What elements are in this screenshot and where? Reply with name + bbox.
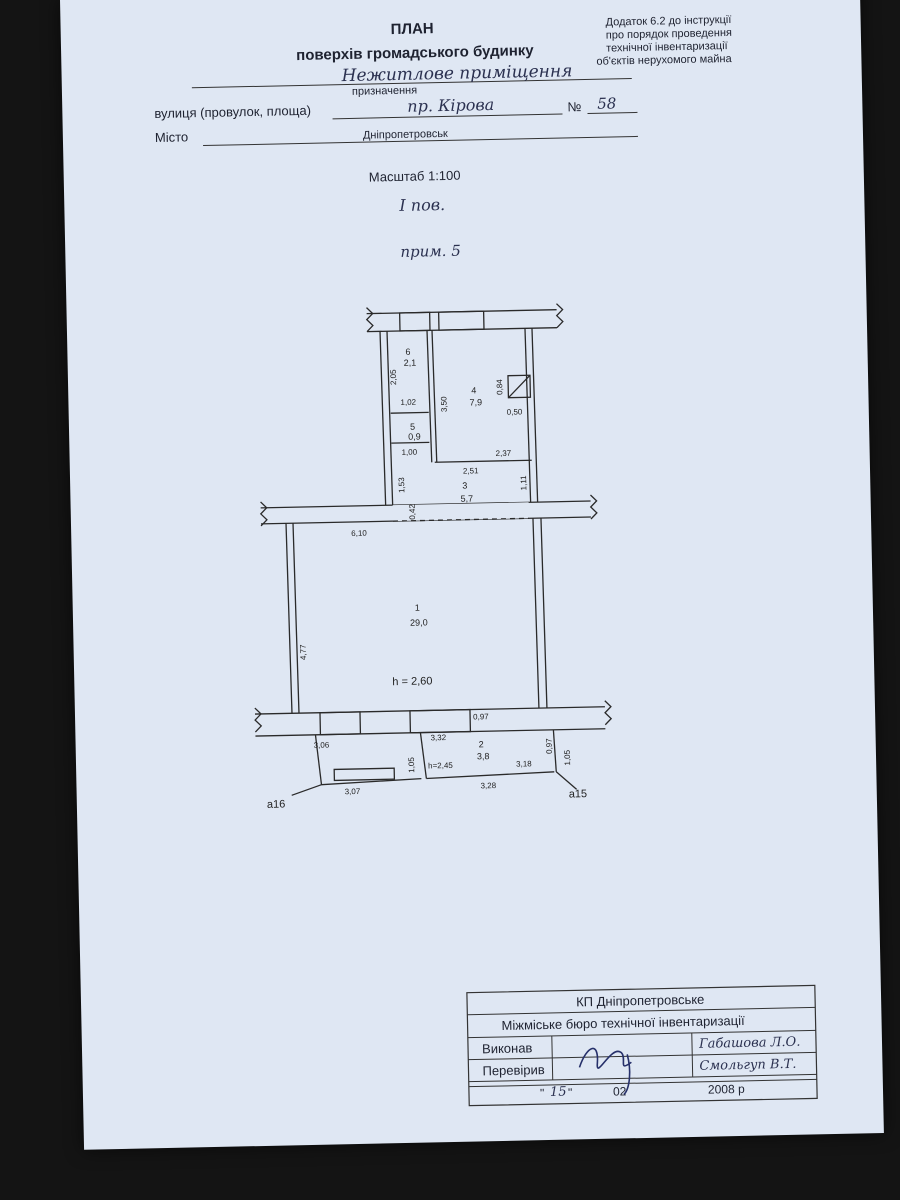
dimension-label: 2,05 <box>389 369 398 385</box>
window <box>398 311 431 332</box>
dimension-label: 4,77 <box>299 644 308 660</box>
dimension-label: 0,42 <box>408 504 417 520</box>
break-mark <box>604 700 613 726</box>
wall-left-upper <box>379 331 387 506</box>
date-day-open-quote: " <box>539 1086 545 1101</box>
title-block-frame <box>466 984 818 1107</box>
dimension-label: 2,51 <box>463 466 479 475</box>
break-mark <box>365 307 374 333</box>
dimension-label: 0,97 <box>473 712 489 721</box>
ceiling-height: h=2,45 <box>428 761 453 771</box>
room-area: 3,8 <box>477 751 490 761</box>
dimension-label: 1,02 <box>400 398 416 407</box>
dimension-label: 3,18 <box>516 759 532 768</box>
dimension-label: 1,00 <box>401 448 417 457</box>
vestibule-bottom <box>426 771 555 780</box>
step <box>333 767 396 782</box>
break-mark <box>254 707 263 733</box>
axis-label: a15 <box>569 788 588 800</box>
date-year: 2008 р <box>707 1081 745 1097</box>
performed-label: Виконав <box>481 1040 533 1057</box>
dimension-label: 3,28 <box>480 781 496 790</box>
performed-name: Габашова Л.О. <box>698 1034 801 1052</box>
dimension-label: 0,84 <box>495 379 504 395</box>
wall-right-main <box>540 518 548 708</box>
wall-left-main <box>292 523 300 714</box>
checked-label: Перевірив <box>482 1062 545 1079</box>
opening-line <box>392 517 529 522</box>
wall-room4 <box>434 459 532 463</box>
axis-label: a16 <box>267 798 286 810</box>
dimension-label: 0,97 <box>545 738 554 754</box>
wall-wc <box>390 411 429 414</box>
room-area: 5,7 <box>460 493 473 503</box>
dimension-label: 3,07 <box>345 787 361 796</box>
room-area: 2,1 <box>404 358 417 368</box>
dimension-label: 3,06 <box>314 741 330 750</box>
dimension-label: 1,11 <box>519 475 528 491</box>
title-block: КП Дніпропетровське Міжміське бюро техні… <box>466 984 818 1107</box>
checked-name: Смольгуп В.Т. <box>699 1056 797 1074</box>
dimension-label: 0,50 <box>507 407 523 416</box>
break-mark <box>589 494 598 520</box>
room-number: 3 <box>462 481 467 491</box>
porch-left <box>314 734 323 785</box>
room-number: 1 <box>415 603 420 613</box>
room-area: 29,0 <box>410 617 428 627</box>
break-mark <box>259 501 268 527</box>
window <box>437 310 485 331</box>
wall-right-upper <box>531 328 539 503</box>
wall-partition <box>431 330 438 463</box>
room-number: 5 <box>410 422 415 432</box>
dimension-label: 1,53 <box>397 477 406 493</box>
axis-leader <box>555 771 578 790</box>
organization-name: КП Дніпропетровське <box>575 991 705 1010</box>
wall-wc <box>391 441 430 444</box>
wall-partition <box>426 330 433 463</box>
axis-leader <box>291 784 322 796</box>
dimension-label: 2,37 <box>495 449 511 458</box>
dimension-label: 3,50 <box>439 396 448 412</box>
porch-bottom <box>321 777 422 786</box>
room-area: 0,9 <box>408 432 421 442</box>
wall-left-upper <box>386 331 394 506</box>
room-number: 4 <box>471 385 476 395</box>
document-page: ПЛАН поверхів громадського будинку Додат… <box>60 0 884 1150</box>
opening <box>392 502 529 522</box>
room-number: 2 <box>479 739 484 749</box>
date-day-close-quote: " <box>567 1085 573 1100</box>
room-number: 6 <box>405 347 410 357</box>
window <box>319 711 362 736</box>
date-day: 15 <box>549 1084 567 1100</box>
break-mark <box>555 303 564 329</box>
ceiling-height: h = 2,60 <box>392 675 432 688</box>
ventilation-shaft <box>507 374 532 399</box>
signature-mark <box>578 1047 632 1095</box>
vestibule-right <box>552 729 557 772</box>
wall-right-upper <box>524 328 532 503</box>
dimension-label: 1,05 <box>407 757 416 773</box>
door <box>409 708 472 734</box>
date-month: 02 <box>612 1084 627 1099</box>
floor-plan: 6 2,1 4 7,9 5 0,9 3 5,7 1 29,0 2 3,8 2,0… <box>254 303 613 811</box>
ventilation-shaft <box>507 374 531 399</box>
wall-left-main <box>285 523 293 714</box>
dimension-label: 1,05 <box>563 749 572 765</box>
vestibule-left <box>419 732 428 779</box>
wall-right-main <box>532 518 540 709</box>
room-area: 7,9 <box>469 397 482 407</box>
dimension-label: 6,10 <box>351 529 367 538</box>
dimension-label: 3,32 <box>430 733 446 742</box>
